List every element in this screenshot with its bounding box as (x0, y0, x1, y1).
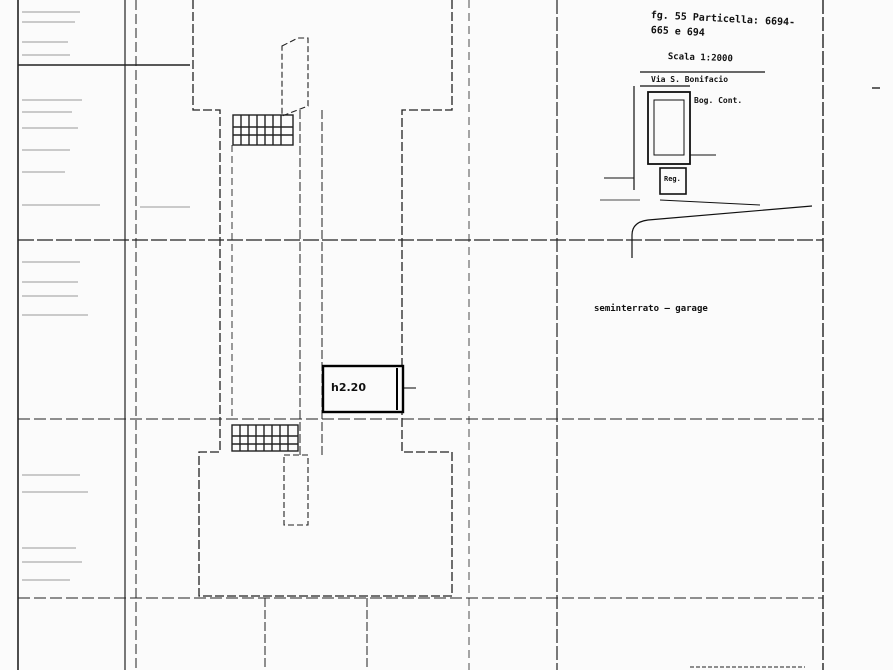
site-unit-label: Reg. (664, 175, 681, 183)
staircase-lower (231, 424, 299, 452)
site-street-label: Via S. Bonifacio (651, 75, 729, 84)
garage-unit (321, 364, 405, 414)
staircase-upper (232, 114, 294, 146)
site-plan-inset (600, 71, 813, 258)
ramp-lower (283, 454, 309, 526)
garage-height-label: h2.20 (331, 381, 366, 394)
left-strip-marks (22, 11, 190, 581)
ramp-upper (281, 37, 309, 117)
building-outline (192, 0, 453, 597)
floor-label: seminterrato — garage (594, 304, 708, 314)
site-sub-label: Bog. Cont. (694, 96, 743, 105)
